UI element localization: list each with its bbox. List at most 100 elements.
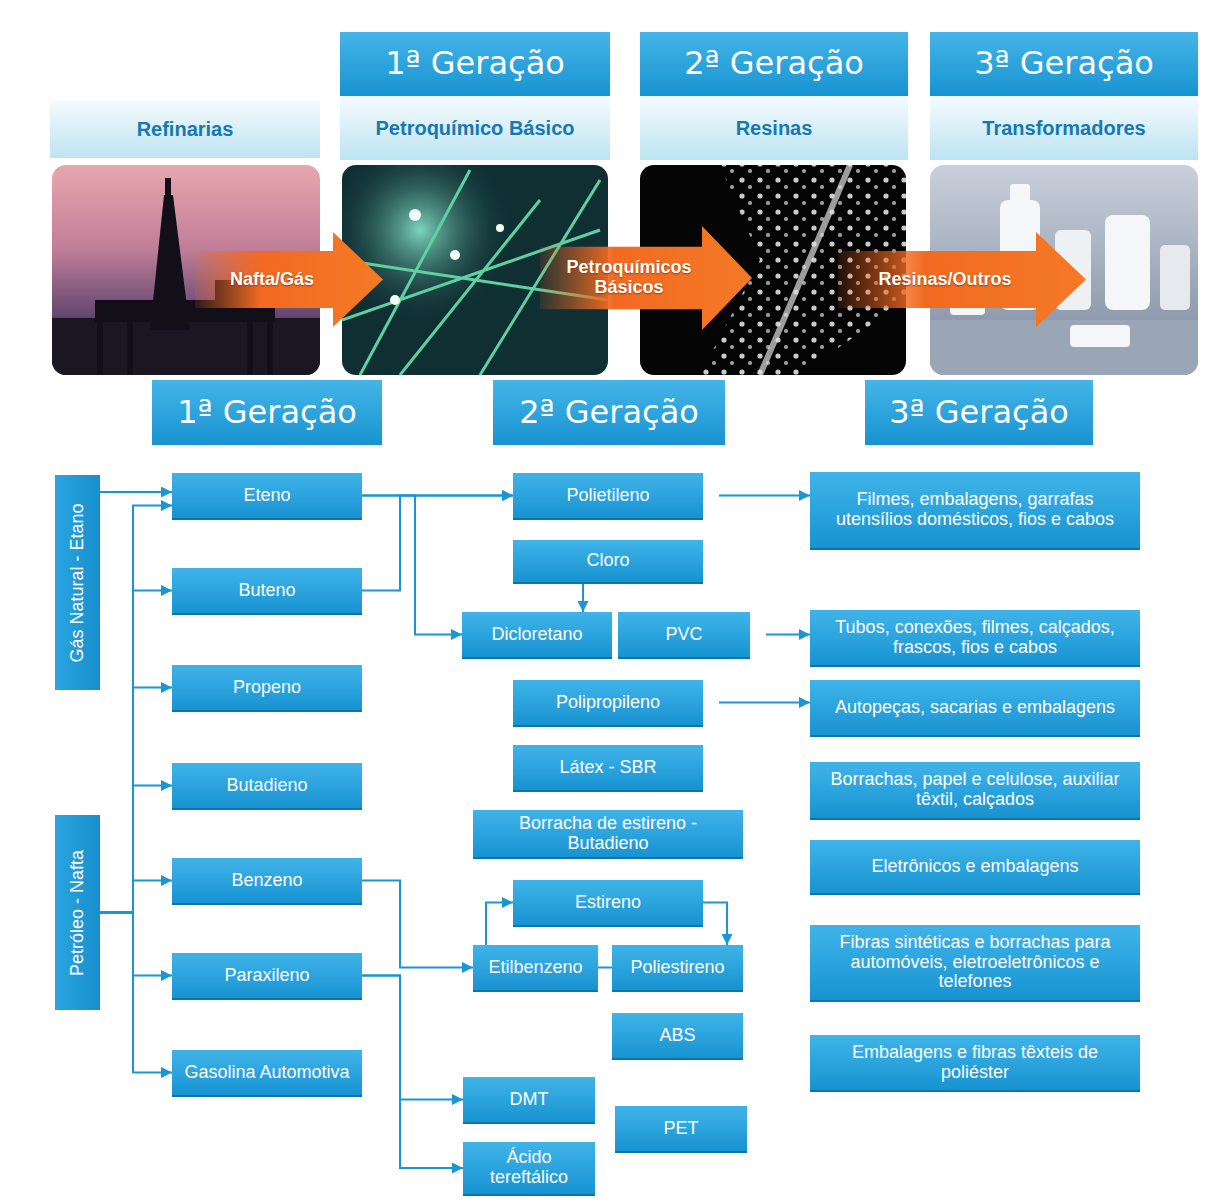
flow-connector: [362, 976, 463, 1169]
flow-arrow: Resinas/Outros: [838, 232, 1086, 327]
node-text: Poliestireno: [630, 958, 724, 978]
application-box: Fibras sintéticas e borrachas para autom…: [810, 925, 1140, 1000]
application-box: Embalagens e fibras têxteis de poliéster: [810, 1035, 1140, 1090]
stage-label: Refinarias: [50, 100, 320, 158]
application-box: Borrachas, papel e celulose, auxiliar tê…: [810, 762, 1140, 818]
generation-header: 1ª Geração: [340, 32, 610, 96]
node-text: Borrachas, papel e celulose, auxiliar tê…: [818, 770, 1132, 810]
process-box: Propeno: [172, 665, 362, 710]
lamp: [496, 224, 504, 232]
container: [1070, 325, 1130, 347]
process-box: Poliestireno: [612, 945, 743, 990]
node-text: 3ª Geração: [889, 395, 1069, 430]
flow-connector: [362, 976, 463, 1100]
node-text: Estireno: [575, 893, 641, 913]
node-text: 1ª Geração: [177, 395, 357, 430]
process-box: DMT: [463, 1077, 595, 1122]
process-box: Buteno: [172, 568, 362, 613]
arrow-body: [838, 232, 1086, 327]
lamp: [390, 295, 400, 305]
flow-connector: [766, 634, 810, 636]
node-text: Dicloretano: [491, 625, 582, 645]
application-box: Eletrônicos e embalagens: [810, 840, 1140, 893]
process-box: Ácido tereftálico: [463, 1142, 595, 1194]
flow-arrow: Petroquímicos Básicos: [540, 226, 752, 330]
flow-connector: [100, 591, 172, 913]
process-box: Gasolina Automotiva: [172, 1050, 362, 1095]
stage-label: Transformadores: [930, 96, 1198, 160]
node-text: Refinarias: [137, 118, 234, 140]
table: [930, 320, 1198, 375]
node-text: 2ª Geração: [519, 395, 699, 430]
node-text: Gasolina Automotiva: [184, 1063, 349, 1083]
node-text: Ácido tereftálico: [469, 1148, 589, 1188]
flow-connector: [100, 786, 172, 913]
application-box: Tubos, conexões, filmes, calçados, frasc…: [810, 610, 1140, 665]
process-box: Estireno: [513, 880, 703, 925]
node-text: Polipropileno: [556, 693, 660, 713]
bottle: [1160, 245, 1190, 310]
bottle-cap: [1010, 184, 1030, 206]
process-box: PVC: [618, 612, 750, 657]
generation-header: 2ª Geração: [640, 32, 908, 96]
refinery-photo: [52, 165, 320, 375]
node-text: Buteno: [238, 581, 295, 601]
node-text: Paraxileno: [224, 966, 309, 986]
flow-connector: [100, 913, 172, 1073]
process-box: Paraxileno: [172, 953, 362, 998]
flow-connector: [582, 582, 584, 612]
flow-connector: [100, 688, 172, 913]
generation-header: 3ª Geração: [930, 32, 1198, 96]
arrow-body: [540, 226, 752, 330]
node-text: Nafta/Gás: [230, 270, 314, 290]
node-text: Benzeno: [231, 871, 302, 891]
source-band: Petróleo - Nafta: [55, 815, 100, 1010]
node-text: Polietileno: [566, 486, 649, 506]
node-text: 3ª Geração: [974, 46, 1154, 81]
bottle: [1105, 215, 1150, 310]
process-box: PET: [615, 1106, 747, 1151]
node-text: Butadieno: [226, 776, 307, 796]
process-box: Benzeno: [172, 858, 362, 903]
process-box: Látex - SBR: [513, 745, 703, 790]
flow-connector: [486, 903, 513, 946]
process-box: Polietileno: [513, 473, 703, 518]
flow-connector: [100, 506, 172, 913]
process-box: Polipropileno: [513, 680, 703, 725]
flow-connector: [100, 491, 172, 493]
node-text: Petroquímico Básico: [376, 117, 575, 139]
arrow-body: [195, 232, 383, 327]
application-box: Filmes, embalagens, garrafas utensílios …: [810, 472, 1140, 548]
source-band: Gás Natural - Etano: [55, 475, 100, 690]
node-text: Gás Natural - Etano: [68, 503, 88, 662]
node-text: Resinas: [736, 117, 813, 139]
stage-label: Resinas: [640, 96, 908, 160]
flow-connector: [598, 967, 612, 969]
node-text: Eteno: [243, 486, 290, 506]
generation-header: 3ª Geração: [865, 380, 1093, 445]
node-text: Autopeças, sacarias e embalagens: [835, 698, 1115, 718]
process-box: Eteno: [172, 473, 362, 518]
flow-connector: [362, 496, 462, 635]
node-text: Cloro: [586, 551, 629, 571]
node-text: Látex - SBR: [559, 758, 656, 778]
application-box: Autopeças, sacarias e embalagens: [810, 680, 1140, 735]
generation-header: 2ª Geração: [493, 380, 725, 445]
process-box: Dicloretano: [462, 612, 612, 657]
generation-header: 1ª Geração: [152, 380, 382, 445]
node-text: Petróleo - Nafta: [68, 849, 88, 975]
node-text: Resinas/Outros: [878, 270, 1011, 290]
flow-connector: [362, 496, 513, 591]
node-text: Eletrônicos e embalagens: [871, 857, 1078, 877]
node-text: Tubos, conexões, filmes, calçados, frasc…: [818, 618, 1132, 658]
node-text: Embalagens e fibras têxteis de poliéster: [818, 1043, 1132, 1083]
node-text: ABS: [659, 1026, 695, 1046]
pellet-stream: [760, 165, 850, 375]
process-box: Etilbenzeno: [473, 945, 598, 990]
node-text: PVC: [665, 625, 702, 645]
flow-arrow: Nafta/Gás: [195, 232, 383, 327]
lamp: [450, 250, 460, 260]
node-text: DMT: [510, 1090, 549, 1110]
sunset-sky: [52, 165, 320, 375]
